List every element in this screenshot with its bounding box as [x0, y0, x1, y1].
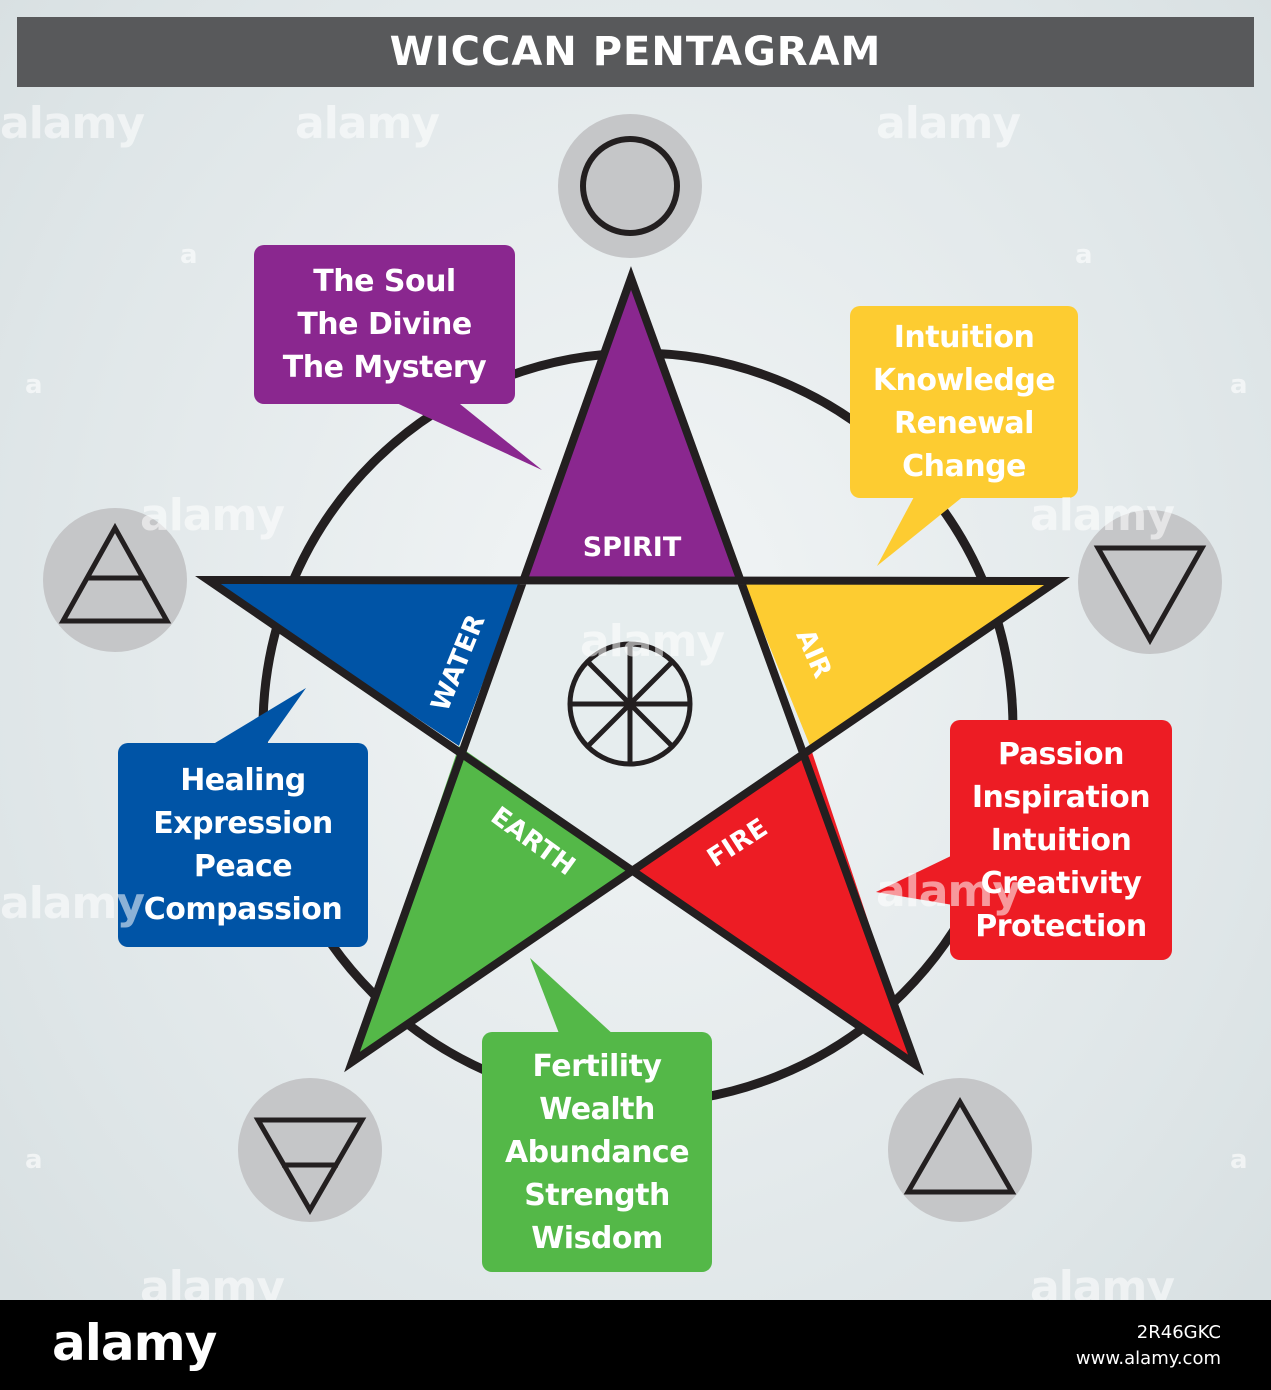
fire-symbol-disc — [888, 1078, 1032, 1222]
fire-line: Protection — [975, 908, 1147, 944]
footer-brand: alamy — [52, 1314, 217, 1372]
eight-spoked-wheel-icon — [567, 641, 693, 767]
water-line: Healing — [180, 763, 306, 798]
air-line: Change — [902, 449, 1026, 484]
site-url: www.alamy.com — [1075, 1348, 1221, 1369]
fire-line: Inspiration — [971, 779, 1151, 815]
earth-line: Abundance — [504, 1134, 690, 1170]
pentagram-center — [459, 579, 810, 868]
fire-line: Intuition — [990, 822, 1132, 858]
footer-image-info: 2R46GKC www.alamy.com — [1076, 1320, 1221, 1372]
air-line: Intuition — [893, 320, 1035, 355]
inverted-triangle-with-bar-icon — [253, 1117, 367, 1215]
air-symbol-disc — [43, 508, 187, 652]
fire-bubble — [876, 720, 1172, 960]
water-line: Expression — [153, 806, 333, 841]
circle-icon — [580, 136, 680, 236]
earth-line: Wisdom — [531, 1220, 663, 1256]
pentagram-outline — [195, 266, 1070, 1076]
spirit-point — [522, 278, 742, 579]
air-bubble — [850, 306, 1078, 566]
air-line: Knowledge — [872, 363, 1056, 398]
title-bar: WICCAN PENTAGRAM — [17, 17, 1254, 87]
pentagram-diagram: SPIRIT AIR FIRE EARTH WATER — [43, 114, 1222, 1272]
fire-line: Creativity — [980, 865, 1142, 901]
fire-bubble-text: Passion Inspiration Intuition Creativity… — [950, 720, 1172, 960]
water-bubble — [118, 688, 368, 947]
water-line: Peace — [193, 849, 293, 884]
inverted-triangle-icon — [1093, 545, 1207, 646]
triangle-icon — [903, 1097, 1017, 1195]
page-title: WICCAN PENTAGRAM — [389, 29, 882, 75]
air-line: Renewal — [894, 406, 1034, 441]
earth-bubble-text: Fertility Wealth Abundance Strength Wisd… — [482, 1032, 712, 1272]
earth-symbol-disc — [238, 1078, 382, 1222]
air-point — [742, 579, 1057, 746]
spirit-bubble — [254, 245, 542, 470]
water-line: Compassion — [143, 892, 343, 927]
spirit-symbol-disc — [558, 114, 702, 258]
spirit-line: The Divine — [297, 307, 472, 342]
spirit-bubble-text: The Soul The Divine The Mystery — [254, 245, 515, 404]
earth-line: Fertility — [532, 1048, 662, 1084]
triangle-with-bar-icon — [58, 522, 172, 624]
spirit-line: The Mystery — [282, 350, 487, 385]
air-bubble-text: Intuition Knowledge Renewal Change — [850, 306, 1078, 498]
image-id: 2R46GKC — [1136, 1322, 1221, 1343]
fire-line: Passion — [998, 736, 1124, 772]
water-bubble-text: Healing Expression Peace Compassion — [118, 743, 368, 947]
water-point — [208, 579, 522, 746]
earth-line: Wealth — [539, 1091, 655, 1127]
footer-bar: alamy 2R46GKC www.alamy.com — [0, 1300, 1271, 1390]
earth-line: Strength — [524, 1177, 670, 1213]
water-symbol-disc — [1078, 510, 1222, 654]
spirit-line: The Soul — [313, 264, 456, 299]
spirit-label: SPIRIT — [583, 532, 682, 563]
earth-bubble — [482, 958, 712, 1272]
